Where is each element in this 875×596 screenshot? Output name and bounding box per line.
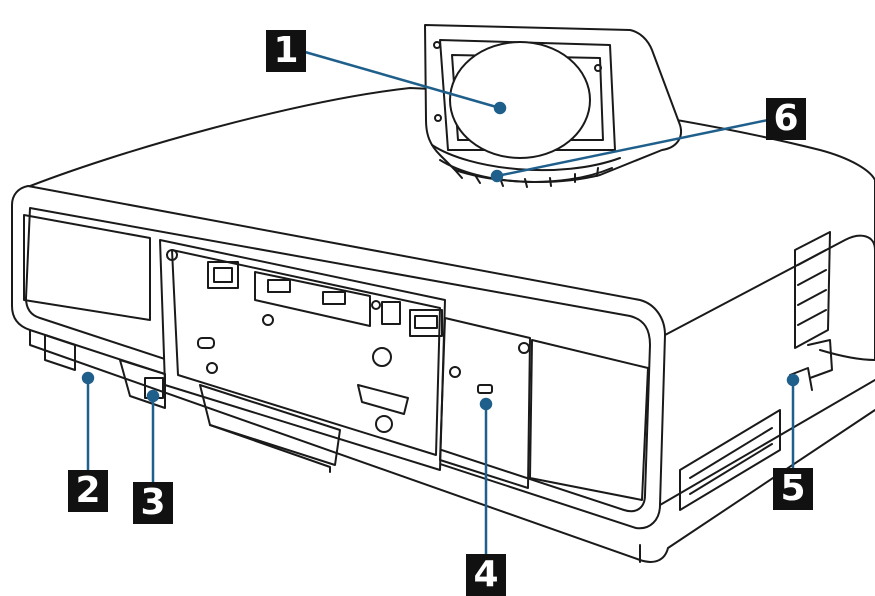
- leader-dot-2: [81, 371, 95, 385]
- lens-assembly: [424, 24, 682, 188]
- leader-line-1: [304, 50, 501, 110]
- callout-badge-2: 2: [68, 470, 108, 512]
- callout-badge-6: 6: [766, 98, 806, 140]
- leader-line-6: [496, 118, 769, 178]
- leader-dot-6: [490, 169, 504, 183]
- leader-dot-1: [493, 101, 507, 115]
- callout-badge-1: 1: [266, 30, 306, 72]
- leader-dot-5: [786, 373, 800, 387]
- side-vents: [679, 231, 831, 511]
- callout-badge-3: 3: [133, 482, 173, 524]
- security-panel: [439, 317, 531, 489]
- callout-badge-4: 4: [466, 554, 506, 596]
- left-vent-panel: [23, 214, 151, 321]
- leader-dot-3: [146, 389, 160, 403]
- leader-dot-4: [479, 397, 493, 411]
- connector-panel: [159, 239, 446, 471]
- callout-badge-5: 5: [773, 468, 813, 510]
- right-vent-panel: [529, 339, 649, 501]
- bottom-stand: [44, 334, 833, 473]
